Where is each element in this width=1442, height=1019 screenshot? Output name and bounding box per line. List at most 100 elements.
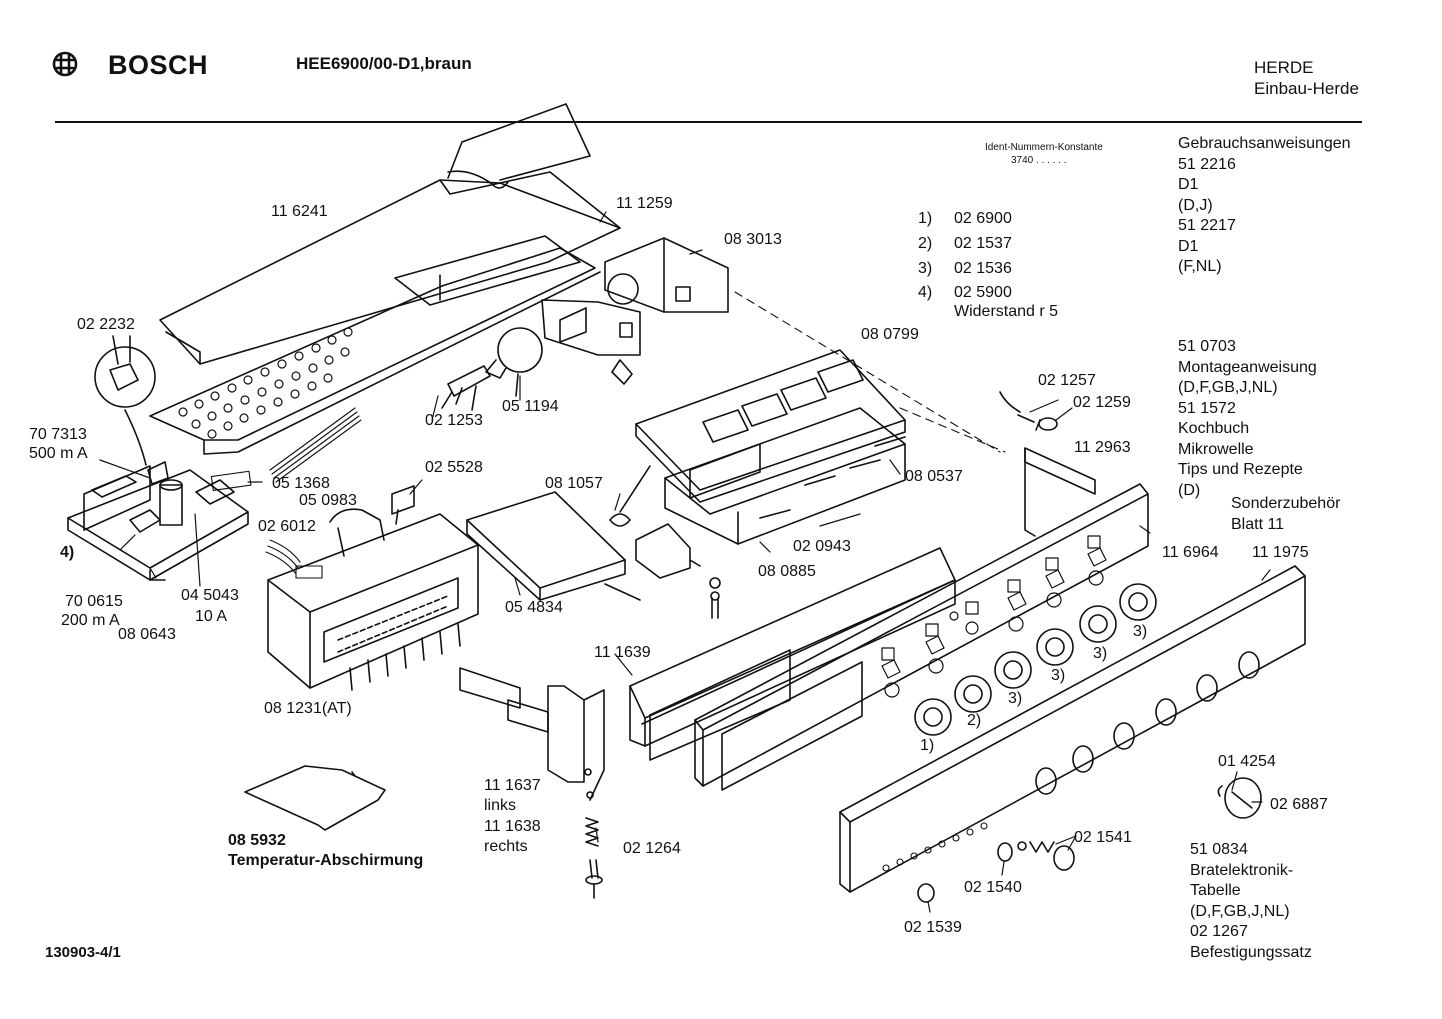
part-label: 200 m A [61,612,120,629]
rear-panel [629,547,956,761]
docs-line: D1 [1178,176,1199,193]
part-label: 10 A [195,608,228,625]
part-label: 70 0615 [65,593,123,610]
perforated-panel [149,247,601,455]
part-label: 11 1638 [484,818,541,835]
part-label: 05 1194 [502,398,559,415]
docs-line: Montageanweisung [1178,358,1317,376]
header-rule [55,121,1362,123]
detail-magnifier [94,335,156,466]
category: HERDE [1254,58,1314,77]
part-label: 1) [920,737,935,754]
bosch-logo-icon [52,51,78,77]
panel-indicators [881,535,1107,698]
model-number: HEE6900/00-D1,braun [296,54,472,73]
leader-lines [99,211,1271,913]
oven-knob [1217,777,1262,819]
part-label: 02 0943 [793,538,851,555]
part-label: 05 4834 [505,599,563,616]
part-label: 3) [1133,623,1148,640]
ident-mark-4: 4) [918,284,933,301]
docs-line: D1 [1178,237,1199,255]
wiring-harness [265,539,323,579]
part-label: 11 1975 [1252,544,1309,561]
docs-line: (D) [1178,481,1201,499]
docs-line: Blatt 11 [1231,515,1285,533]
switch-block [664,407,906,545]
part-label: 02 1257 [1038,372,1096,389]
docs-line: Mikrowelle [1178,440,1254,458]
housing-bracket [541,237,729,385]
display-module [267,513,479,691]
spring-and-pin [585,817,603,899]
brand-name: BOSCH [108,50,209,80]
push-button-parts [917,841,1075,903]
rotary-knobs [914,583,1157,736]
docs-line: 51 2217 [1178,217,1236,234]
top-trim-strip [159,103,621,365]
part-label: 08 1231(AT) [264,700,352,717]
front-fascia [839,565,1306,893]
part-label: 05 0983 [299,492,357,509]
part-label: 08 0799 [861,326,919,343]
part-label: 02 1541 [1074,829,1132,846]
ribbon-cable [210,407,362,491]
fascia-led-row [882,822,988,872]
part-label: rechts [484,838,528,855]
part-label: 02 1540 [964,879,1022,896]
part-label: 08 0643 [118,626,176,643]
part-label: 70 7313 [29,426,87,443]
part-label: 04 5043 [181,587,239,604]
docs-line: Befestigungssatz [1190,943,1312,961]
part-label: 08 0885 [758,563,816,580]
docs-bottom: 51 0834 Bratelektronik- Tabelle (D,F,GB,… [1190,840,1312,963]
part-label: 08 3013 [724,231,782,248]
part-label: links [484,797,517,814]
docs-line: Tabelle [1190,882,1241,899]
docs-line: (D,J) [1178,196,1213,214]
docs-line: Bratelektronik- [1190,861,1294,879]
ident-code-4: 02 5900 [954,284,1012,301]
docs-line: 51 2216 [1178,155,1236,173]
part-label: 4) [60,544,75,561]
docs-line: Kochbuch [1178,420,1250,437]
connector-parts [999,391,1058,431]
ident-code-3: 02 1536 [954,260,1012,277]
part-label: 01 4254 [1218,753,1276,770]
heat-shield [244,765,386,831]
control-panel [694,483,1149,791]
part-label: 08 1057 [545,475,603,492]
docs-line: Tips und Rezepte [1178,461,1303,478]
ident-mark-3: 3) [918,260,933,277]
part-label: 3) [1051,667,1066,684]
part-label: 02 6012 [258,518,316,535]
circuit-board [67,461,249,581]
docs-manuals: Gebrauchsanweisungen 51 2216 D1 (D,J) 51… [1178,134,1351,278]
docs-line: (D,F,GB,J,NL) [1190,902,1290,920]
ident-code-2: 02 1537 [954,235,1012,252]
docs-line: 51 0703 [1178,338,1236,355]
part-label: 02 1259 [1073,394,1131,411]
part-label: 500 m A [29,445,88,462]
part-label: 11 1259 [616,195,673,212]
part-label: 02 1264 [623,840,681,857]
part-label: 02 5528 [425,459,483,476]
ident-title: Ident-Nummern-Konstante [985,142,1103,153]
docs-line: 51 0834 [1190,841,1248,858]
docs-instructions: 51 0703 Montageanweisung (D,F,GB,J,NL) 5… [1178,337,1317,501]
fascia-knob-holes [1035,651,1260,795]
part-label: 02 1253 [425,412,483,429]
part-label: 08 0537 [905,468,963,485]
part-label: Temperatur-Abschirmung [228,852,424,869]
mounting-brackets [459,667,605,801]
docs-line: 51 1572 [1178,399,1236,417]
part-label: 11 2963 [1074,439,1131,456]
docs-accessory: Sonderzubehör Blatt 11 [1231,494,1340,535]
ident-mark-1: 1) [918,210,933,227]
document-number: 130903-4/1 [45,944,121,961]
display-cover [466,491,641,601]
part-label: 05 1368 [272,475,330,492]
docs-line: (F,NL) [1178,258,1222,275]
switch-frame [635,349,906,503]
